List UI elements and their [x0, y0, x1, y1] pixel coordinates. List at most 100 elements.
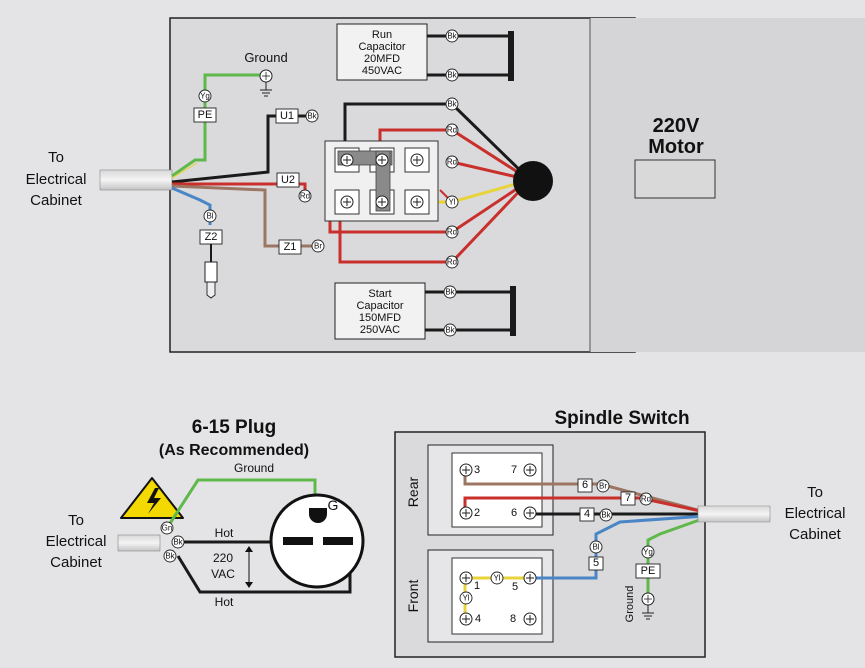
svg-text:Rd: Rd — [447, 158, 457, 167]
run-cap-line1: Run — [372, 29, 392, 41]
svg-text:Yl: Yl — [493, 574, 500, 583]
spindle-switch-title: Spindle Switch — [554, 408, 689, 429]
rear-label: Rear — [405, 476, 421, 507]
svg-text:Rd: Rd — [447, 126, 457, 135]
plug-source-label-1: To — [68, 512, 84, 529]
voltage-arrow-icon — [245, 546, 253, 588]
svg-text:Rd: Rd — [447, 228, 457, 237]
tag-u2: U2 — [276, 172, 300, 188]
svg-text:Z1: Z1 — [284, 241, 297, 253]
terminal-bk-start-bottom: Bk — [443, 323, 457, 337]
terminal-bk-u1: Bk — [305, 109, 319, 123]
svg-text:Bk: Bk — [173, 538, 183, 547]
motor-title-line2: Motor — [648, 136, 704, 158]
front-yl-terminals: Yl Yl — [459, 571, 504, 605]
svg-text:Br: Br — [314, 242, 322, 251]
svg-text:Bk: Bk — [447, 71, 457, 80]
svg-text:U2: U2 — [281, 174, 295, 186]
plug-ground-pin-label: G — [328, 497, 339, 513]
plug-terminals: Gn Bk Bk — [160, 521, 185, 563]
rear-terminal-7: 7 — [511, 463, 537, 477]
svg-text:Bl: Bl — [206, 212, 213, 221]
plug-ground-label: Ground — [234, 461, 274, 475]
motor-wiring-section: 220V Motor To Electrical Cabinet Ground … — [26, 17, 865, 353]
svg-text:Bk: Bk — [307, 112, 317, 121]
tag-z2: Z2 — [199, 229, 223, 245]
svg-text:6: 6 — [511, 507, 517, 519]
plug-source-label-3: Cabinet — [50, 554, 103, 571]
svg-text:Br: Br — [599, 482, 607, 491]
plug-section: 6-15 Plug (As Recommended) To Electrical… — [46, 417, 365, 609]
svg-text:Bk: Bk — [445, 288, 455, 297]
tag-pe-motor: PE — [193, 107, 217, 123]
motor-ground-wire — [171, 73, 265, 178]
svg-text:Bk: Bk — [165, 552, 175, 561]
svg-text:Yg: Yg — [643, 548, 653, 557]
run-capacitor — [336, 23, 428, 81]
terminal-bk-run-top: Bk — [445, 29, 459, 43]
terminal-yg-motor: Yg — [198, 89, 212, 103]
switch-ground-label: Ground — [624, 586, 636, 623]
switch-wire-red — [463, 496, 706, 514]
rear-terminal-3: 3 — [459, 463, 480, 477]
terminal-bk-start-top: Bk — [443, 285, 457, 299]
switch-wire-blue — [530, 514, 706, 580]
svg-text:8: 8 — [510, 613, 516, 625]
rear-terminal-2: 2 — [459, 506, 480, 520]
svg-text:5: 5 — [593, 557, 599, 569]
start-cap-line2: Capacitor — [356, 300, 403, 312]
rear-terminal-6: 6 — [511, 506, 537, 520]
switch-ground-terminal: Yg PE — [635, 545, 661, 579]
svg-text:Rd: Rd — [300, 192, 310, 201]
svg-text:Bk: Bk — [447, 100, 457, 109]
plug-subtitle: (As Recommended) — [159, 442, 309, 459]
wire-cap-connector — [204, 244, 218, 299]
svg-text:Z2: Z2 — [205, 231, 218, 243]
front-terminal-4: 4 — [459, 612, 481, 626]
tag-z1: Z1 — [278, 239, 302, 255]
svg-text:U1: U1 — [280, 110, 294, 122]
motor-title-line1: 220V — [653, 115, 700, 137]
spindle-switch-section: Spindle Switch Rear Front To Electrical … — [394, 408, 846, 658]
svg-text:7: 7 — [625, 492, 631, 504]
motor-lead-terminals: Bk Rd Rd Yl Rd Rd — [445, 97, 459, 269]
svg-text:6: 6 — [582, 479, 588, 491]
switch-dest-label-1: To — [807, 484, 823, 501]
svg-text:PE: PE — [198, 109, 213, 121]
plug-ground-wire — [165, 478, 317, 529]
plug-face-6-15: G — [269, 493, 365, 589]
switch-wire-tag-7: 7 Rd — [620, 491, 653, 506]
plug-source-label-2: Electrical — [46, 533, 107, 550]
svg-text:PE: PE — [641, 565, 656, 577]
svg-text:7: 7 — [511, 464, 517, 476]
svg-text:4: 4 — [584, 508, 590, 520]
svg-text:3: 3 — [474, 464, 480, 476]
front-terminal-5: 5 — [512, 571, 537, 593]
motor-ground-label: Ground — [244, 50, 287, 65]
motor-source-label-1: To — [48, 149, 64, 166]
plug-voltage-line1: 220 — [213, 551, 233, 565]
svg-text:Bk: Bk — [447, 32, 457, 41]
run-cap-line4: 450VAC — [362, 65, 402, 77]
front-terminal-1: 1 — [459, 571, 480, 592]
motor-source-label-2: Electrical — [26, 171, 87, 188]
front-label: Front — [405, 580, 421, 613]
svg-text:5: 5 — [512, 581, 518, 593]
svg-text:Bk: Bk — [601, 511, 611, 520]
svg-text:Rd: Rd — [641, 495, 651, 504]
start-capacitor — [334, 282, 426, 340]
tag-u1: U1 — [275, 108, 299, 124]
run-cap-line3: 20MFD — [364, 53, 400, 65]
plug-hot-bottom-label: Hot — [215, 595, 234, 609]
switch-power-cord — [697, 505, 771, 523]
plug-hot-top-label: Hot — [215, 526, 234, 540]
switch-wire-tag-6: 6 Br — [577, 478, 610, 493]
svg-text:Rd: Rd — [447, 258, 457, 267]
switch-wire-tag-4: 4 Bk — [579, 507, 613, 522]
switch-dest-label-2: Electrical — [785, 505, 846, 522]
terminal-bl-z2: Bl — [203, 209, 217, 223]
svg-text:Yl: Yl — [448, 198, 455, 207]
switch-wire-tag-5: Bl 5 — [588, 540, 604, 571]
plug-title: 6-15 Plug — [192, 417, 276, 438]
